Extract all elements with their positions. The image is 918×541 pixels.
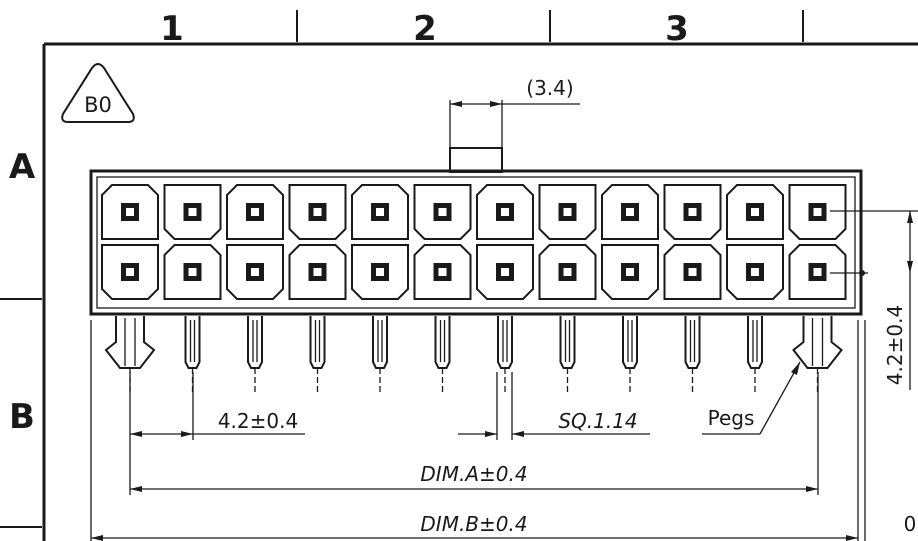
cavity (476, 244, 534, 300)
zone-dividers (0, 10, 804, 528)
row-pitch-dimension (830, 210, 918, 390)
pin (684, 316, 701, 392)
latch-tab (449, 147, 503, 173)
drawing-frame (42, 42, 918, 541)
cavity (163, 244, 222, 300)
cavity (101, 184, 159, 240)
pin (434, 316, 451, 392)
cavity (288, 244, 347, 300)
cavity (351, 244, 409, 300)
cavity (788, 244, 847, 300)
pin (747, 316, 763, 392)
zone-row-b: B (9, 397, 35, 437)
cavity (726, 184, 784, 240)
cavity (413, 244, 472, 300)
cavity (351, 184, 409, 240)
cavity (663, 244, 722, 300)
dim-b-dimension (91, 535, 858, 541)
pegs-leader (702, 361, 801, 435)
cavity (601, 184, 659, 240)
cavity (226, 184, 284, 240)
cavity (726, 244, 784, 300)
pin (309, 316, 326, 392)
cavity (226, 244, 284, 300)
dim-b-label: DIM.B±0.4 (420, 512, 527, 536)
revision-label: B0 (84, 93, 112, 117)
connector-housing (89, 169, 863, 316)
zone-row-a: A (9, 147, 36, 187)
pin (559, 316, 576, 392)
pin-square-dimension (458, 431, 650, 437)
cavity (476, 184, 534, 240)
cavity (538, 244, 597, 300)
revision-badge: B0 (61, 63, 135, 123)
tab-width-dimension (449, 100, 580, 147)
dim-a-label: DIM.A±0.4 (420, 462, 527, 486)
cavity (538, 184, 597, 240)
row-pitch-label: 4.2±0.4 (883, 305, 907, 385)
extension-lines (90, 320, 866, 541)
pin (247, 316, 263, 392)
cavity (288, 184, 347, 240)
cavity (663, 184, 722, 240)
pin-square-label: SQ.1.14 (558, 409, 637, 433)
pitch-label: 4.2±0.4 (218, 409, 298, 433)
cavity (601, 244, 659, 300)
pin (622, 316, 638, 392)
zone-column-1: 1 (160, 9, 184, 49)
pegs-callout: Pegs (708, 406, 755, 430)
zone-column-2: 2 (413, 9, 437, 49)
edge-label: 0 (904, 512, 917, 536)
cavity (101, 244, 159, 300)
pitch-dimension (130, 431, 305, 437)
pin-row (104, 316, 843, 392)
cavity (413, 184, 472, 240)
cavity-grid (101, 184, 847, 300)
pin (497, 316, 513, 392)
cavity (163, 184, 222, 240)
cavity (788, 184, 847, 240)
dim-a-dimension (130, 486, 818, 492)
pin (372, 316, 388, 392)
tab-width-label: (3.4) (526, 76, 573, 100)
zone-column-3: 3 (665, 9, 689, 49)
